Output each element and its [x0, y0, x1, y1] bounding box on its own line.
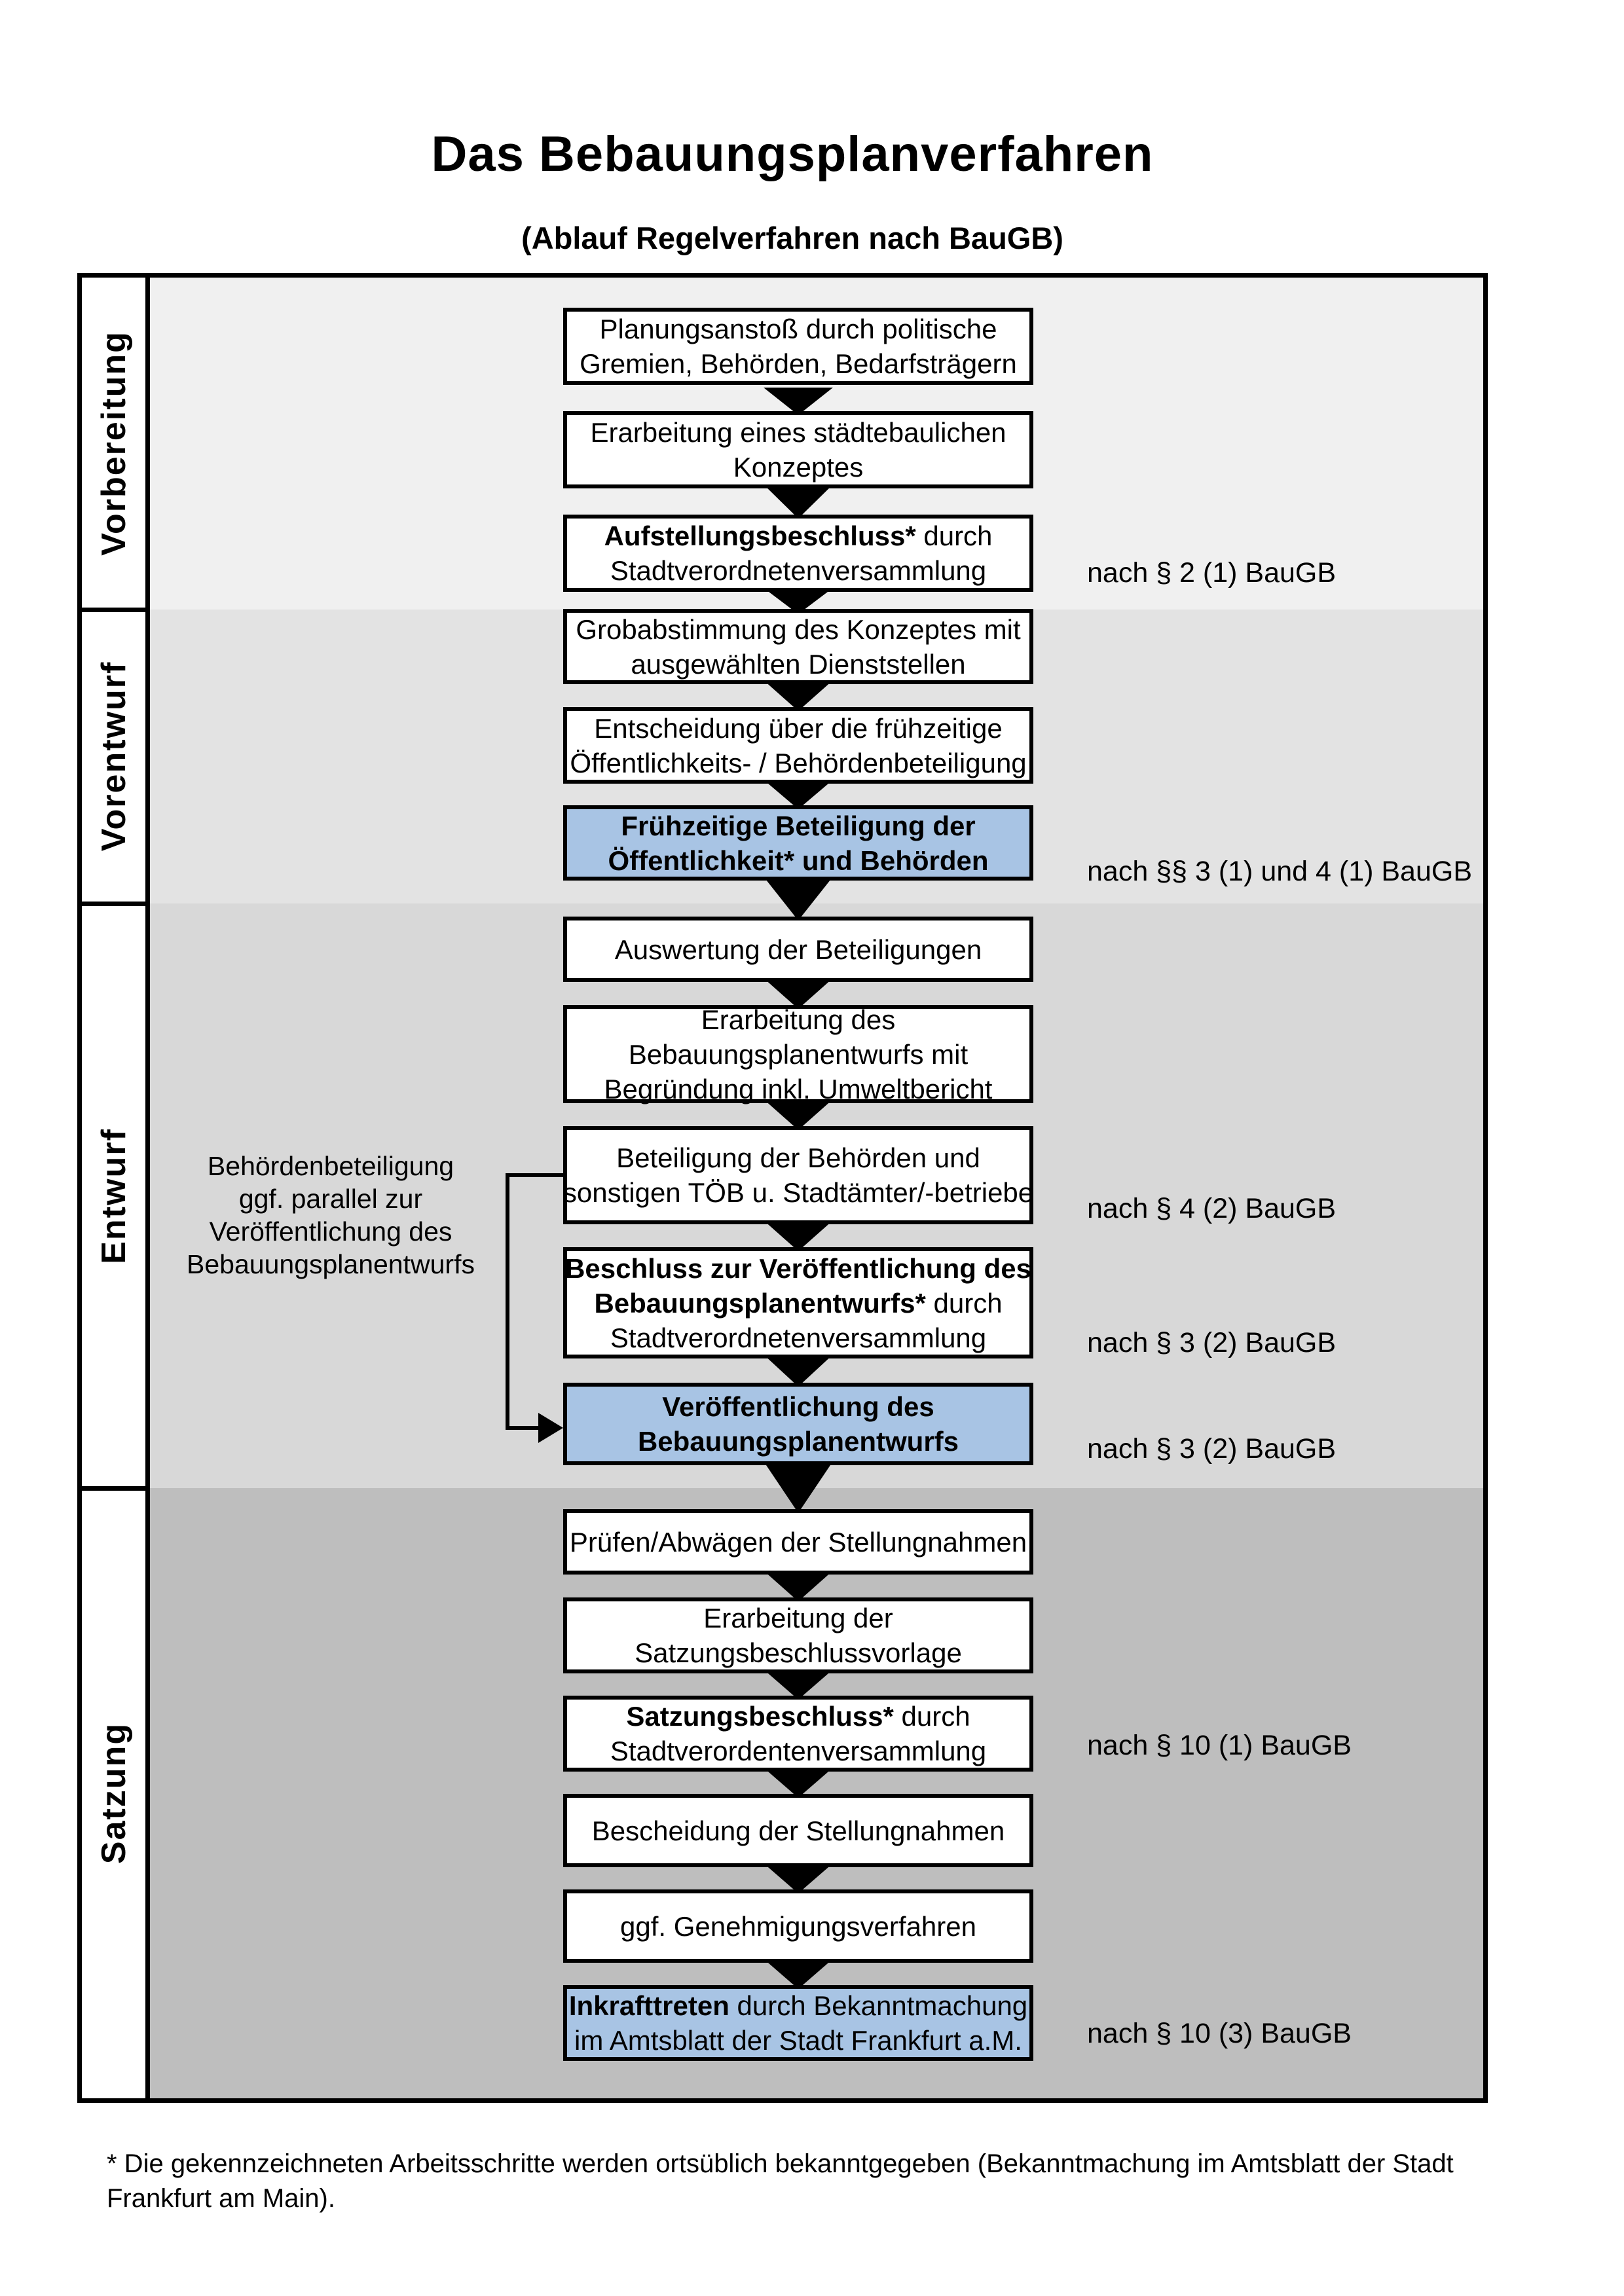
- step-toeb-beteiligung: Beteiligung der Behörden und sonstigen T…: [563, 1126, 1033, 1224]
- arrow-down-icon: [764, 978, 833, 1009]
- step-staedtebauliches-konzept: Erarbeitung eines städtebaulichen Konzep…: [563, 411, 1033, 488]
- elbow-connector-top: [506, 1173, 563, 1177]
- step-pruefen-abwaegen: Prüfen/Abwägen der Stellungnahmen: [563, 1509, 1033, 1575]
- legal-ref-fruehzeitige-beteiligung: nach §§ 3 (1) und 4 (1) BauGB: [1087, 856, 1473, 887]
- legal-ref-inkrafttreten: nach § 10 (3) BauGB: [1087, 2018, 1352, 2049]
- arrow-down-icon: [764, 1959, 833, 1989]
- footnote: * Die gekennzeichneten Arbeitsschritte w…: [107, 2149, 1454, 2213]
- arrow-down-icon: [764, 1220, 833, 1251]
- step-aufstellungsbeschluss: Aufstellungsbeschluss* durch Stadtverord…: [563, 515, 1033, 592]
- phase-cell-divider-3: [77, 1486, 150, 1491]
- arrow-down-icon: [764, 1461, 833, 1513]
- arrow-down-icon: [764, 780, 833, 809]
- phase-label-vorentwurf: Vorentwurf: [95, 661, 133, 852]
- step-inkrafttreten: Inkrafttreten durch Bekanntmachung im Am…: [563, 1985, 1033, 2061]
- legal-ref-satzungsbeschluss: nach § 10 (1) BauGB: [1087, 1730, 1352, 1761]
- arrow-down-icon: [764, 877, 833, 920]
- step-planungsanstoss: Planungsanstoß durch politische Gremien,…: [563, 308, 1033, 385]
- elbow-connector-bottom: [506, 1426, 541, 1430]
- step-satzungsvorlage: Erarbeitung der Satzungsbeschlussvorlage: [563, 1597, 1033, 1673]
- arrow-down-icon: [764, 1355, 833, 1387]
- step-grobabstimmung: Grobabstimmung des Konzeptes mit ausgewä…: [563, 609, 1033, 684]
- phase-label-entwurf: Entwurf: [95, 1128, 133, 1264]
- step-genehmigungsverfahren: ggf. Genehmigungsverfahren: [563, 1889, 1033, 1963]
- page-title: Das Bebauungsplanverfahren: [431, 126, 1154, 182]
- arrow-down-icon: [764, 484, 833, 519]
- arrow-down-icon: [764, 1099, 833, 1130]
- phase-cell-divider-1: [77, 608, 150, 612]
- step-auswertung: Auswertung der Beteiligungen: [563, 917, 1033, 982]
- phase-label-satzung: Satzung: [95, 1722, 133, 1865]
- phase-label-vorbereitung: Vorbereitung: [95, 331, 133, 556]
- step-fruehzeitige-beteiligung: Frühzeitige Beteiligung der Öffentlichke…: [563, 805, 1033, 881]
- legal-ref-veroeffentlichungsbeschluss: nach § 3 (2) BauGB: [1087, 1327, 1337, 1358]
- legal-ref-aufstellungsbeschluss: nach § 2 (1) BauGB: [1087, 557, 1337, 589]
- arrow-down-icon: [764, 1768, 833, 1798]
- step-entwurf-erarbeitung: Erarbeitung des Bebauungsplanentwurfs mi…: [563, 1004, 1033, 1104]
- arrow-down-icon: [764, 680, 833, 711]
- arrow-down-icon: [764, 1571, 833, 1601]
- arrow-down-icon: [764, 388, 833, 415]
- arrow-down-icon: [764, 1863, 833, 1893]
- elbow-arrowhead-icon: [538, 1413, 563, 1443]
- phase-cell-divider-2: [77, 902, 150, 906]
- step-bescheidung: Bescheidung der Stellungnahmen: [563, 1794, 1033, 1867]
- arrow-down-icon: [764, 1669, 833, 1700]
- annotation-parallel-note: Behördenbeteiligung ggf. parallel zur Ve…: [187, 1151, 475, 1279]
- legal-ref-toeb-beteiligung: nach § 4 (2) BauGB: [1087, 1193, 1337, 1224]
- elbow-connector-vertical: [506, 1173, 509, 1430]
- diagram-frame: [77, 273, 1488, 2103]
- step-veroeffentlichung: Veröffentlichung des Bebauungsplanentwur…: [563, 1383, 1033, 1465]
- page-subtitle: (Ablauf Regelverfahren nach BauGB): [521, 221, 1063, 255]
- label-column-divider: [145, 273, 150, 2103]
- step-satzungsbeschluss: Satzungsbeschluss* durch Stadtverordente…: [563, 1696, 1033, 1772]
- step-entscheidung-beteiligung: Entscheidung über die frühzeitige Öffent…: [563, 707, 1033, 784]
- step-veroeffentlichungsbeschluss: Beschluss zur Veröffentlichung des Bebau…: [563, 1247, 1033, 1358]
- legal-ref-veroeffentlichung: nach § 3 (2) BauGB: [1087, 1433, 1337, 1465]
